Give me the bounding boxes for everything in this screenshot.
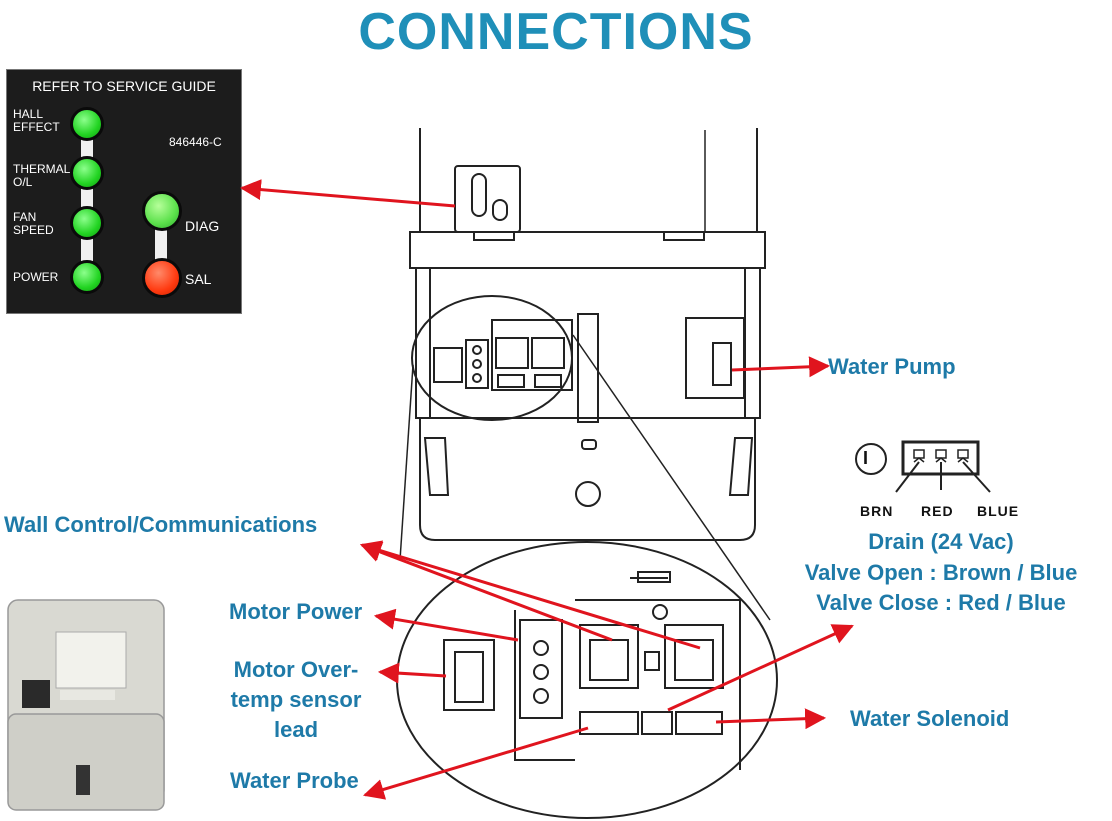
pinout-marker: I xyxy=(863,448,869,468)
led-label-hall-effect: HALL EFFECT xyxy=(13,107,60,134)
led-label-thermal: THERMAL O/L xyxy=(13,162,71,189)
label-valve-open: Valve Open : Brown / Blue xyxy=(804,560,1078,585)
panel-header: REFER TO SERVICE GUIDE xyxy=(32,78,216,94)
led-label-diag: DIAG xyxy=(185,218,220,234)
wire-label-brn: BRN xyxy=(860,503,894,519)
pinout-diagram xyxy=(855,440,991,493)
label-water-pump: Water Pump xyxy=(828,354,956,379)
sal-led xyxy=(142,258,182,298)
label-motor-power: Motor Power xyxy=(229,599,363,624)
callout-arrows xyxy=(239,179,854,800)
part-number: 846446-C xyxy=(169,135,222,149)
diag-led xyxy=(142,191,182,231)
wire-label-blue: BLUE xyxy=(977,503,1020,519)
led-label-fan-speed: FAN SPEED xyxy=(13,210,54,237)
label-drain: Drain (24 Vac) xyxy=(868,529,1014,554)
hall-effect-led xyxy=(70,107,104,141)
unit-outline xyxy=(396,128,778,819)
led-label-power: POWER xyxy=(13,270,59,284)
led-status-panel: REFER TO SERVICE GUIDE 846446-C HALL EFF… xyxy=(6,69,242,314)
page-title: CONNECTIONS xyxy=(358,3,754,61)
label-valve-close: Valve Close : Red / Blue xyxy=(816,590,1066,615)
wire-label-red: RED xyxy=(921,503,954,519)
label-motor-overtemp: Motor Over- temp sensor lead xyxy=(230,657,362,742)
power-led xyxy=(70,260,104,294)
fan-speed-led xyxy=(70,206,104,240)
label-wall-control: Wall Control/Communications xyxy=(4,512,318,537)
control-box-photo xyxy=(7,599,165,811)
led-label-sal: SAL xyxy=(185,271,212,287)
thermal-led xyxy=(70,156,104,190)
label-water-probe: Water Probe xyxy=(230,768,359,793)
label-water-solenoid: Water Solenoid xyxy=(850,706,1010,731)
